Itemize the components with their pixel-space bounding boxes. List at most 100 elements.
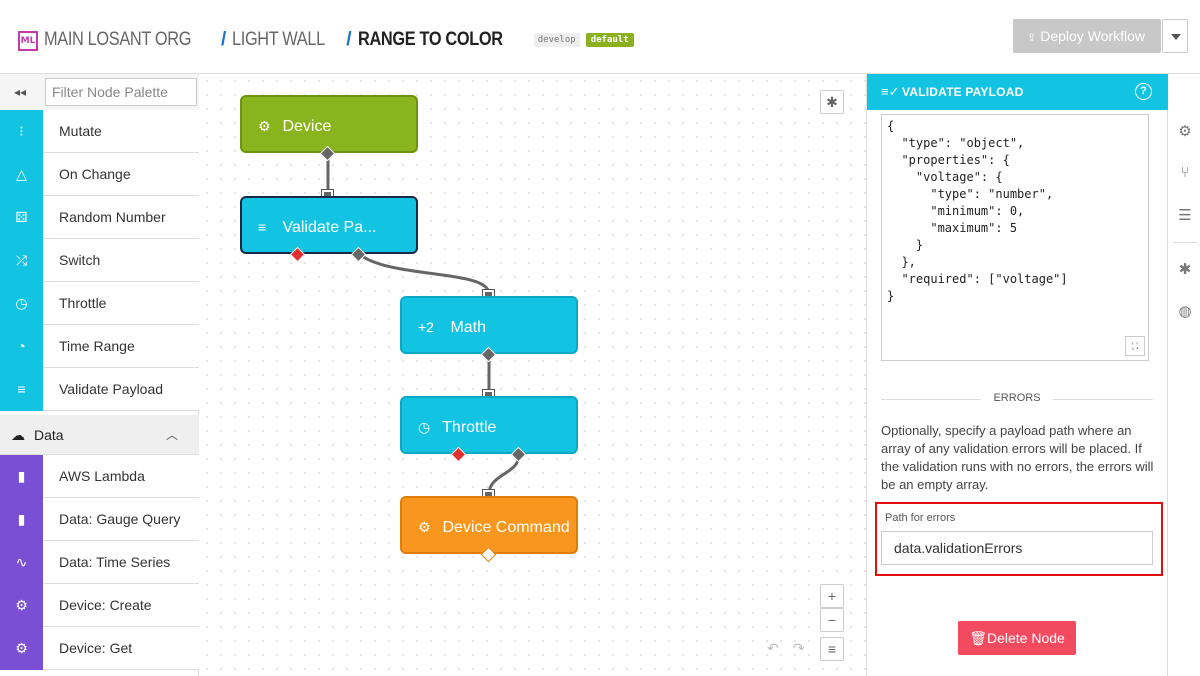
node-device[interactable]: ⚙ Device — [240, 95, 418, 153]
palette-item-device-get[interactable]: ⚙ Device: Get — [0, 627, 199, 670]
palette-toolbar: ◂◂ Filter Node Palette — [0, 74, 199, 110]
errors-heading: ERRORS — [881, 392, 1153, 404]
palette-item-validate-payload[interactable]: ≡ Validate Payload — [0, 368, 199, 411]
validate-icon: ≡ — [0, 368, 43, 411]
json-schema-editor[interactable]: { "type": "object", "properties": { "vol… — [881, 114, 1149, 361]
node-properties-panel: ≡✓ VALIDATE PAYLOAD ? { "type": "object"… — [866, 74, 1168, 676]
version-tag[interactable]: develop — [533, 33, 580, 47]
redo-icon[interactable]: ↷ — [793, 640, 805, 656]
palette-item-label: Validate Payload — [59, 381, 164, 397]
node-device-command[interactable]: ⚙ Device Command — [400, 496, 578, 554]
zoom-in-button[interactable]: + — [820, 584, 844, 608]
lambda-icon: ▮ — [0, 455, 43, 498]
node-validate-payload[interactable]: ≡ Validate Pa... — [240, 196, 418, 254]
wire-throttle-command — [487, 454, 521, 495]
node-label: Validate Pa... — [282, 219, 377, 236]
palette-item-label: Device: Create — [59, 597, 152, 613]
palette-item-switch[interactable]: ⤮ Switch — [0, 239, 199, 282]
branch-icon[interactable]: ⑂ — [1180, 164, 1190, 181]
collapse-palette-button[interactable]: ◂◂ — [13, 85, 27, 99]
chip-icon: ⚙ — [258, 118, 271, 134]
breadcrumb-org[interactable]: MAIN LOSANT ORG — [44, 29, 192, 50]
cloud-upload-icon: ☁ — [11, 427, 25, 443]
upload-icon: ⇪ — [1027, 32, 1037, 44]
palette-item-label: AWS Lambda — [59, 468, 145, 484]
palette-item-label: Random Number — [59, 209, 166, 225]
palette-item-mutate[interactable]: ⁝ Mutate — [0, 110, 199, 153]
node-throttle[interactable]: ◷ Throttle — [400, 396, 578, 454]
errors-description: Optionally, specify a payload path where… — [881, 423, 1154, 492]
node-label: Math — [450, 319, 487, 336]
chip-icon: ⚙ — [418, 519, 431, 535]
breadcrumb-app[interactable]: LIGHT WALL — [232, 29, 326, 50]
path-for-errors-label: Path for errors — [885, 512, 956, 524]
workflow-canvas[interactable]: ⚙ Device ≡ Validate Pa... +2 Math ◷ Thro… — [200, 74, 866, 676]
chip-icon: ⚙ — [0, 627, 43, 670]
trash-icon: 🗑 — [969, 630, 987, 646]
default-tag: default — [585, 33, 634, 47]
connection-wires — [326, 154, 521, 495]
code-line: "type": "object", — [887, 136, 1025, 150]
palette-item-device-create[interactable]: ⚙ Device: Create — [0, 584, 199, 627]
breadcrumb: MAIN LOSANT ORG / LIGHT WALL / RANGE TO … — [44, 29, 634, 51]
code-line: { — [887, 119, 895, 133]
code-line: "minimum": 0, — [887, 204, 1025, 218]
chevron-up-icon: ︿ — [166, 428, 179, 442]
bug-icon[interactable]: ✱ — [1178, 261, 1192, 278]
undo-icon[interactable]: ↶ — [767, 640, 779, 656]
canvas-menu-button[interactable]: ≡ — [820, 637, 844, 661]
code-line: "type": "number", — [887, 187, 1054, 201]
palette-item-label: Data: Time Series — [59, 554, 171, 570]
bug-icon: ✱ — [826, 94, 838, 110]
code-line: "voltage": { — [887, 170, 1003, 184]
deploy-dropdown-button[interactable] — [1162, 19, 1188, 53]
node-palette: ◂◂ Filter Node Palette ⁝ Mutate △ On Cha… — [0, 74, 199, 676]
expand-editor-icon[interactable]: ⛶ — [1125, 336, 1145, 356]
palette-item-aws-lambda[interactable]: ▮ AWS Lambda — [0, 455, 199, 498]
palette-item-label: Time Range — [59, 338, 135, 354]
palette-item-on-change[interactable]: △ On Change — [0, 153, 199, 196]
debug-toggle-button[interactable]: ✱ — [820, 90, 844, 114]
node-label: Device Command — [442, 519, 570, 536]
deploy-label: Deploy Workflow — [1040, 28, 1145, 44]
zoom-out-button[interactable]: − — [820, 608, 844, 632]
deploy-workflow-button[interactable]: ⇪Deploy Workflow — [1013, 19, 1161, 53]
filter-node-palette-input[interactable]: Filter Node Palette — [45, 78, 197, 106]
math-icon: +2 — [418, 319, 434, 335]
palette-item-time-series[interactable]: ∿ Data: Time Series — [0, 541, 199, 584]
triangle-icon: △ — [0, 153, 43, 196]
app-header: ML MAIN LOSANT ORG / LIGHT WALL / RANGE … — [0, 0, 1200, 74]
panel-title: VALIDATE PAYLOAD — [902, 85, 1024, 99]
validate-icon: ≡ — [258, 219, 267, 235]
node-label: Throttle — [442, 419, 497, 436]
delete-node-button[interactable]: 🗑Delete Node — [958, 621, 1076, 655]
wire-validate-math — [358, 252, 491, 295]
line-chart-icon: ∿ — [0, 541, 43, 584]
globe-icon[interactable]: ◍ — [1178, 303, 1192, 320]
chip-icon: ⚙ — [0, 584, 43, 627]
palette-item-random-number[interactable]: ⚄ Random Number — [0, 196, 199, 239]
palette-item-label: On Change — [59, 166, 131, 182]
highlight-box — [875, 502, 1163, 576]
losant-logo[interactable]: ML — [18, 31, 38, 51]
code-line: }, — [887, 255, 916, 269]
node-label: Device — [282, 118, 332, 135]
breadcrumb-separator: / — [346, 29, 352, 50]
help-icon[interactable]: ? — [1135, 83, 1152, 100]
node-math[interactable]: +2 Math — [400, 296, 578, 354]
palette-item-throttle[interactable]: ◷ Throttle — [0, 282, 199, 325]
palette-section-data[interactable]: ☁ Data ︿ — [0, 415, 199, 455]
validate-icon: ≡✓ — [881, 84, 900, 99]
throttle-icon: ◷ — [418, 419, 431, 435]
database-icon[interactable]: ☰ — [1178, 207, 1192, 224]
code-line: "maximum": 5 — [887, 221, 1018, 235]
gear-icon[interactable]: ⚙ — [1178, 123, 1192, 140]
palette-item-time-range[interactable]: ◔ Time Range — [0, 325, 199, 368]
code-line: "properties": { — [887, 153, 1010, 167]
path-for-errors-input[interactable]: data.validationErrors — [881, 531, 1153, 565]
palette-item-label: Switch — [59, 252, 101, 268]
shuffle-icon: ⤮ — [0, 239, 43, 282]
palette-item-gauge-query[interactable]: ▮ Data: Gauge Query — [0, 498, 199, 541]
code-line: } — [887, 289, 895, 303]
clock-icon: ◔ — [0, 325, 43, 368]
